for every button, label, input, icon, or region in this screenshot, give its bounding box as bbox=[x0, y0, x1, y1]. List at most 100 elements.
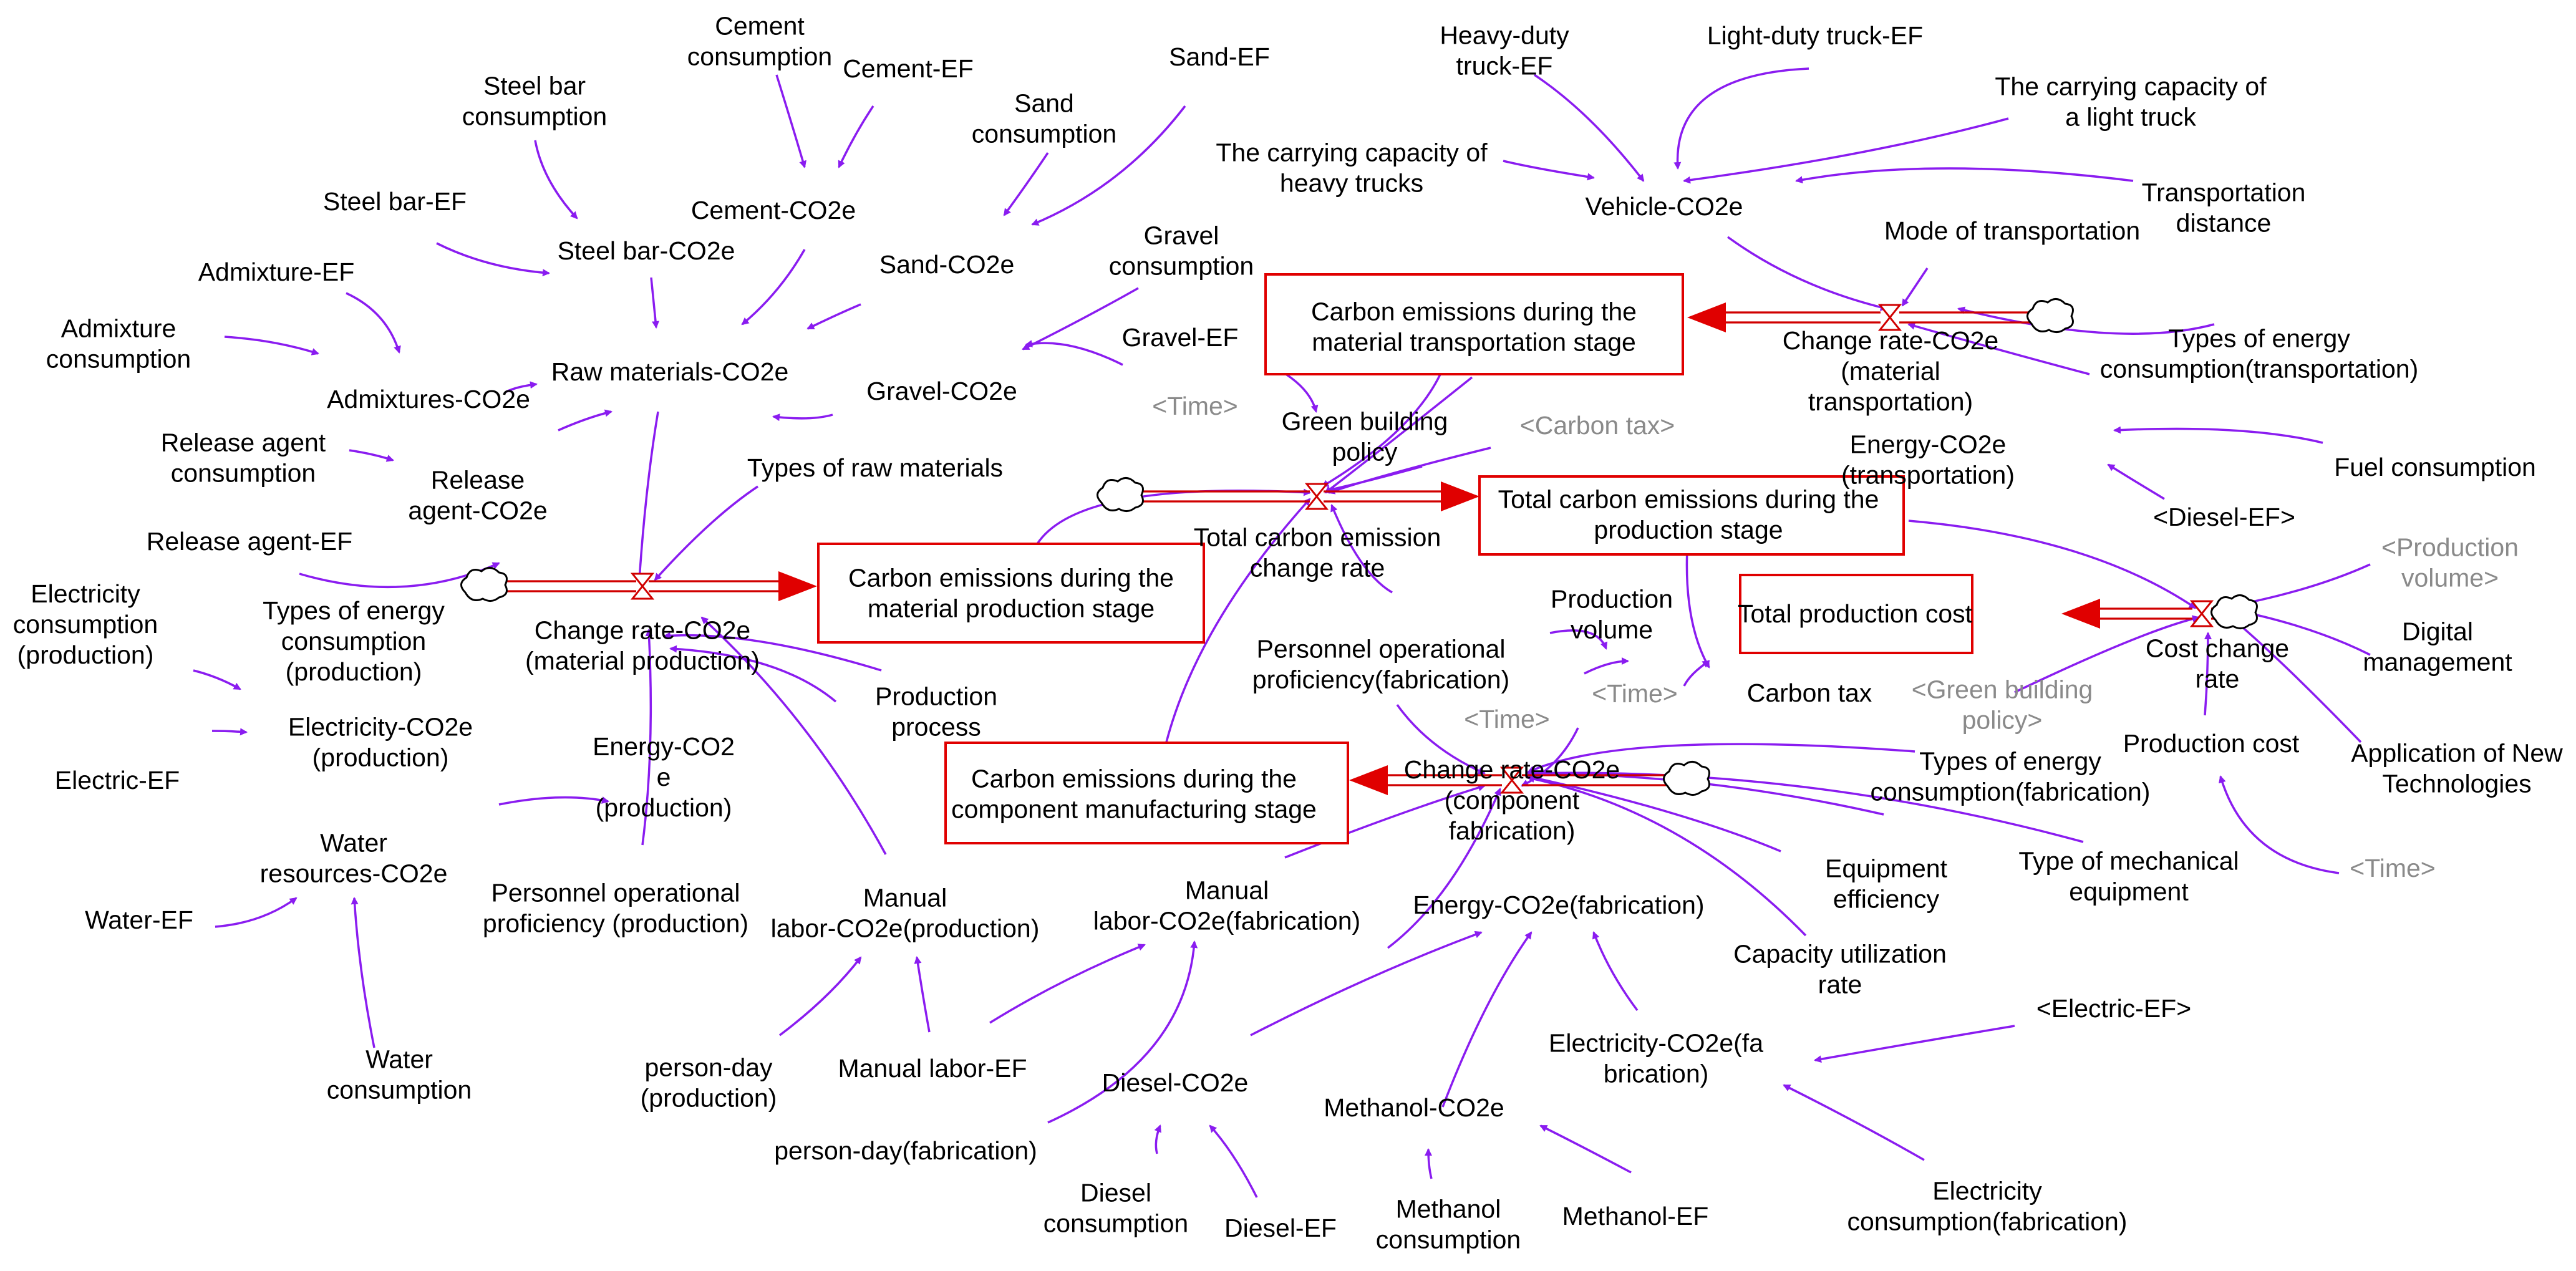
causal-link-68 bbox=[2107, 463, 2165, 500]
flow-label-line: (component bbox=[1445, 786, 1580, 814]
variable-line: Energy-CO2 bbox=[593, 732, 735, 761]
variable-line: Electricity-CO2e bbox=[288, 713, 473, 742]
flow-label-line: Change rate-CO2e bbox=[1404, 755, 1620, 784]
pipe-transport-out bbox=[1687, 302, 1881, 332]
causal-link-59 bbox=[1534, 74, 1645, 182]
variable-line: Types of energy bbox=[2168, 324, 2350, 353]
variable-line: Methanol-EF bbox=[1562, 1202, 1709, 1230]
variable-line: Technologies bbox=[2382, 770, 2531, 798]
variable-methanol_co2: Methanol-CO2e bbox=[1324, 1093, 1504, 1122]
stock-label-s_cost: Total production cost bbox=[1738, 599, 1973, 628]
flow-label-line: (material bbox=[1841, 357, 1940, 385]
causal-link-35 bbox=[1592, 931, 1639, 1012]
flow-label-line: fabrication) bbox=[1449, 816, 1576, 845]
variable-line: (production) bbox=[286, 657, 422, 686]
variable-line: Transportation bbox=[2142, 178, 2306, 207]
variable-line: Types of energy bbox=[263, 596, 445, 625]
shadow-variable-sh_diesel_ef: <Diesel-EF> bbox=[2153, 503, 2295, 531]
pipe-cost-out bbox=[2061, 599, 2192, 629]
shadow-variable-line: <Time> bbox=[1464, 705, 1549, 733]
variable-line: consumption bbox=[13, 610, 158, 639]
causal-link-13 bbox=[1025, 340, 1123, 366]
causal-link-19 bbox=[636, 411, 659, 581]
shadow-variable-line: policy> bbox=[1962, 706, 2043, 735]
variable-line: Types of raw materials bbox=[747, 453, 1003, 482]
variable-line: agent-CO2e bbox=[408, 496, 547, 525]
variable-line: Admixtures-CO2e bbox=[327, 385, 530, 413]
variable-line: Release bbox=[431, 466, 525, 495]
causal-link-78 bbox=[1165, 498, 1311, 743]
shadow-variable-line: <Carbon tax> bbox=[1520, 411, 1675, 440]
pipe-transport-in bbox=[1899, 311, 2032, 324]
causal-link-51 bbox=[1549, 629, 1608, 650]
variable-line: Diesel-EF bbox=[1224, 1214, 1337, 1242]
variable-line: Sand-EF bbox=[1169, 42, 1270, 71]
variable-line: Energy-CO2e(fabrication) bbox=[1413, 891, 1704, 919]
variable-line: Steel bar-CO2e bbox=[558, 236, 735, 265]
causal-link-74 bbox=[2219, 775, 2340, 874]
flow-label-line: transportation) bbox=[1808, 387, 1973, 416]
stock-box-s_transport bbox=[1264, 273, 1684, 375]
variable-line: labor-CO2e(fabrication) bbox=[1093, 907, 1360, 935]
shadow-variable-line: <Diesel-EF> bbox=[2153, 503, 2295, 531]
shadow-variable-sh_time3: <Time> bbox=[1592, 679, 1677, 708]
causal-link-73 bbox=[2204, 632, 2212, 716]
variable-line: volume bbox=[1571, 616, 1653, 644]
causal-link-28 bbox=[700, 616, 887, 855]
variable-line: consumption bbox=[1043, 1209, 1188, 1238]
variable-line: Diesel bbox=[1080, 1179, 1151, 1207]
variable-line: e bbox=[657, 763, 671, 791]
valve-comp bbox=[1499, 766, 1524, 794]
variable-energy_co2_trans: Energy-CO2e(transportation) bbox=[1841, 430, 2015, 490]
pipe-total-out bbox=[1324, 481, 1479, 511]
variable-admix_ef: Admixture-EF bbox=[198, 258, 355, 286]
variable-person_day_fab: person-day(fabrication) bbox=[774, 1136, 1037, 1165]
variable-line: consumption(fabrication) bbox=[1871, 778, 2151, 806]
variable-line: consumption(fabrication) bbox=[1847, 1207, 2128, 1236]
cloud-transport bbox=[2026, 298, 2074, 333]
stock-box-s_cost bbox=[1739, 574, 1973, 654]
variable-diesel_co2: Diesel-CO2e bbox=[1102, 1068, 1249, 1097]
variable-line: Electric-EF bbox=[55, 766, 180, 795]
variable-line: Methanol bbox=[1396, 1195, 1501, 1224]
variable-elec_co2_prod: Electricity-CO2e(production) bbox=[288, 713, 473, 772]
causal-link-64 bbox=[1726, 236, 1888, 311]
variable-line: Fuel consumption bbox=[2334, 453, 2536, 481]
variable-manual_ef: Manual labor-EF bbox=[838, 1054, 1027, 1083]
causal-link-24 bbox=[351, 897, 375, 1048]
causal-link-23 bbox=[215, 897, 298, 928]
causal-link-20 bbox=[193, 669, 241, 690]
causal-link-4 bbox=[534, 140, 578, 220]
stock-label-line: production stage bbox=[1594, 516, 1783, 544]
variable-line: Water-EF bbox=[85, 906, 193, 934]
cloud-mat-prod bbox=[460, 567, 508, 602]
shadow-variable-sh_electric_ef: <Electric-EF> bbox=[2036, 994, 2191, 1023]
causal-link-61 bbox=[1683, 117, 2009, 184]
variable-line: Steel bar-EF bbox=[323, 187, 467, 216]
variable-line: labor-CO2e(production) bbox=[771, 914, 1040, 943]
variable-line: Admixture-EF bbox=[198, 258, 355, 286]
variable-line: Cement-EF bbox=[843, 54, 974, 83]
variable-line: consumption bbox=[327, 1076, 472, 1104]
variable-electric_ef: Electric-EF bbox=[55, 766, 180, 795]
